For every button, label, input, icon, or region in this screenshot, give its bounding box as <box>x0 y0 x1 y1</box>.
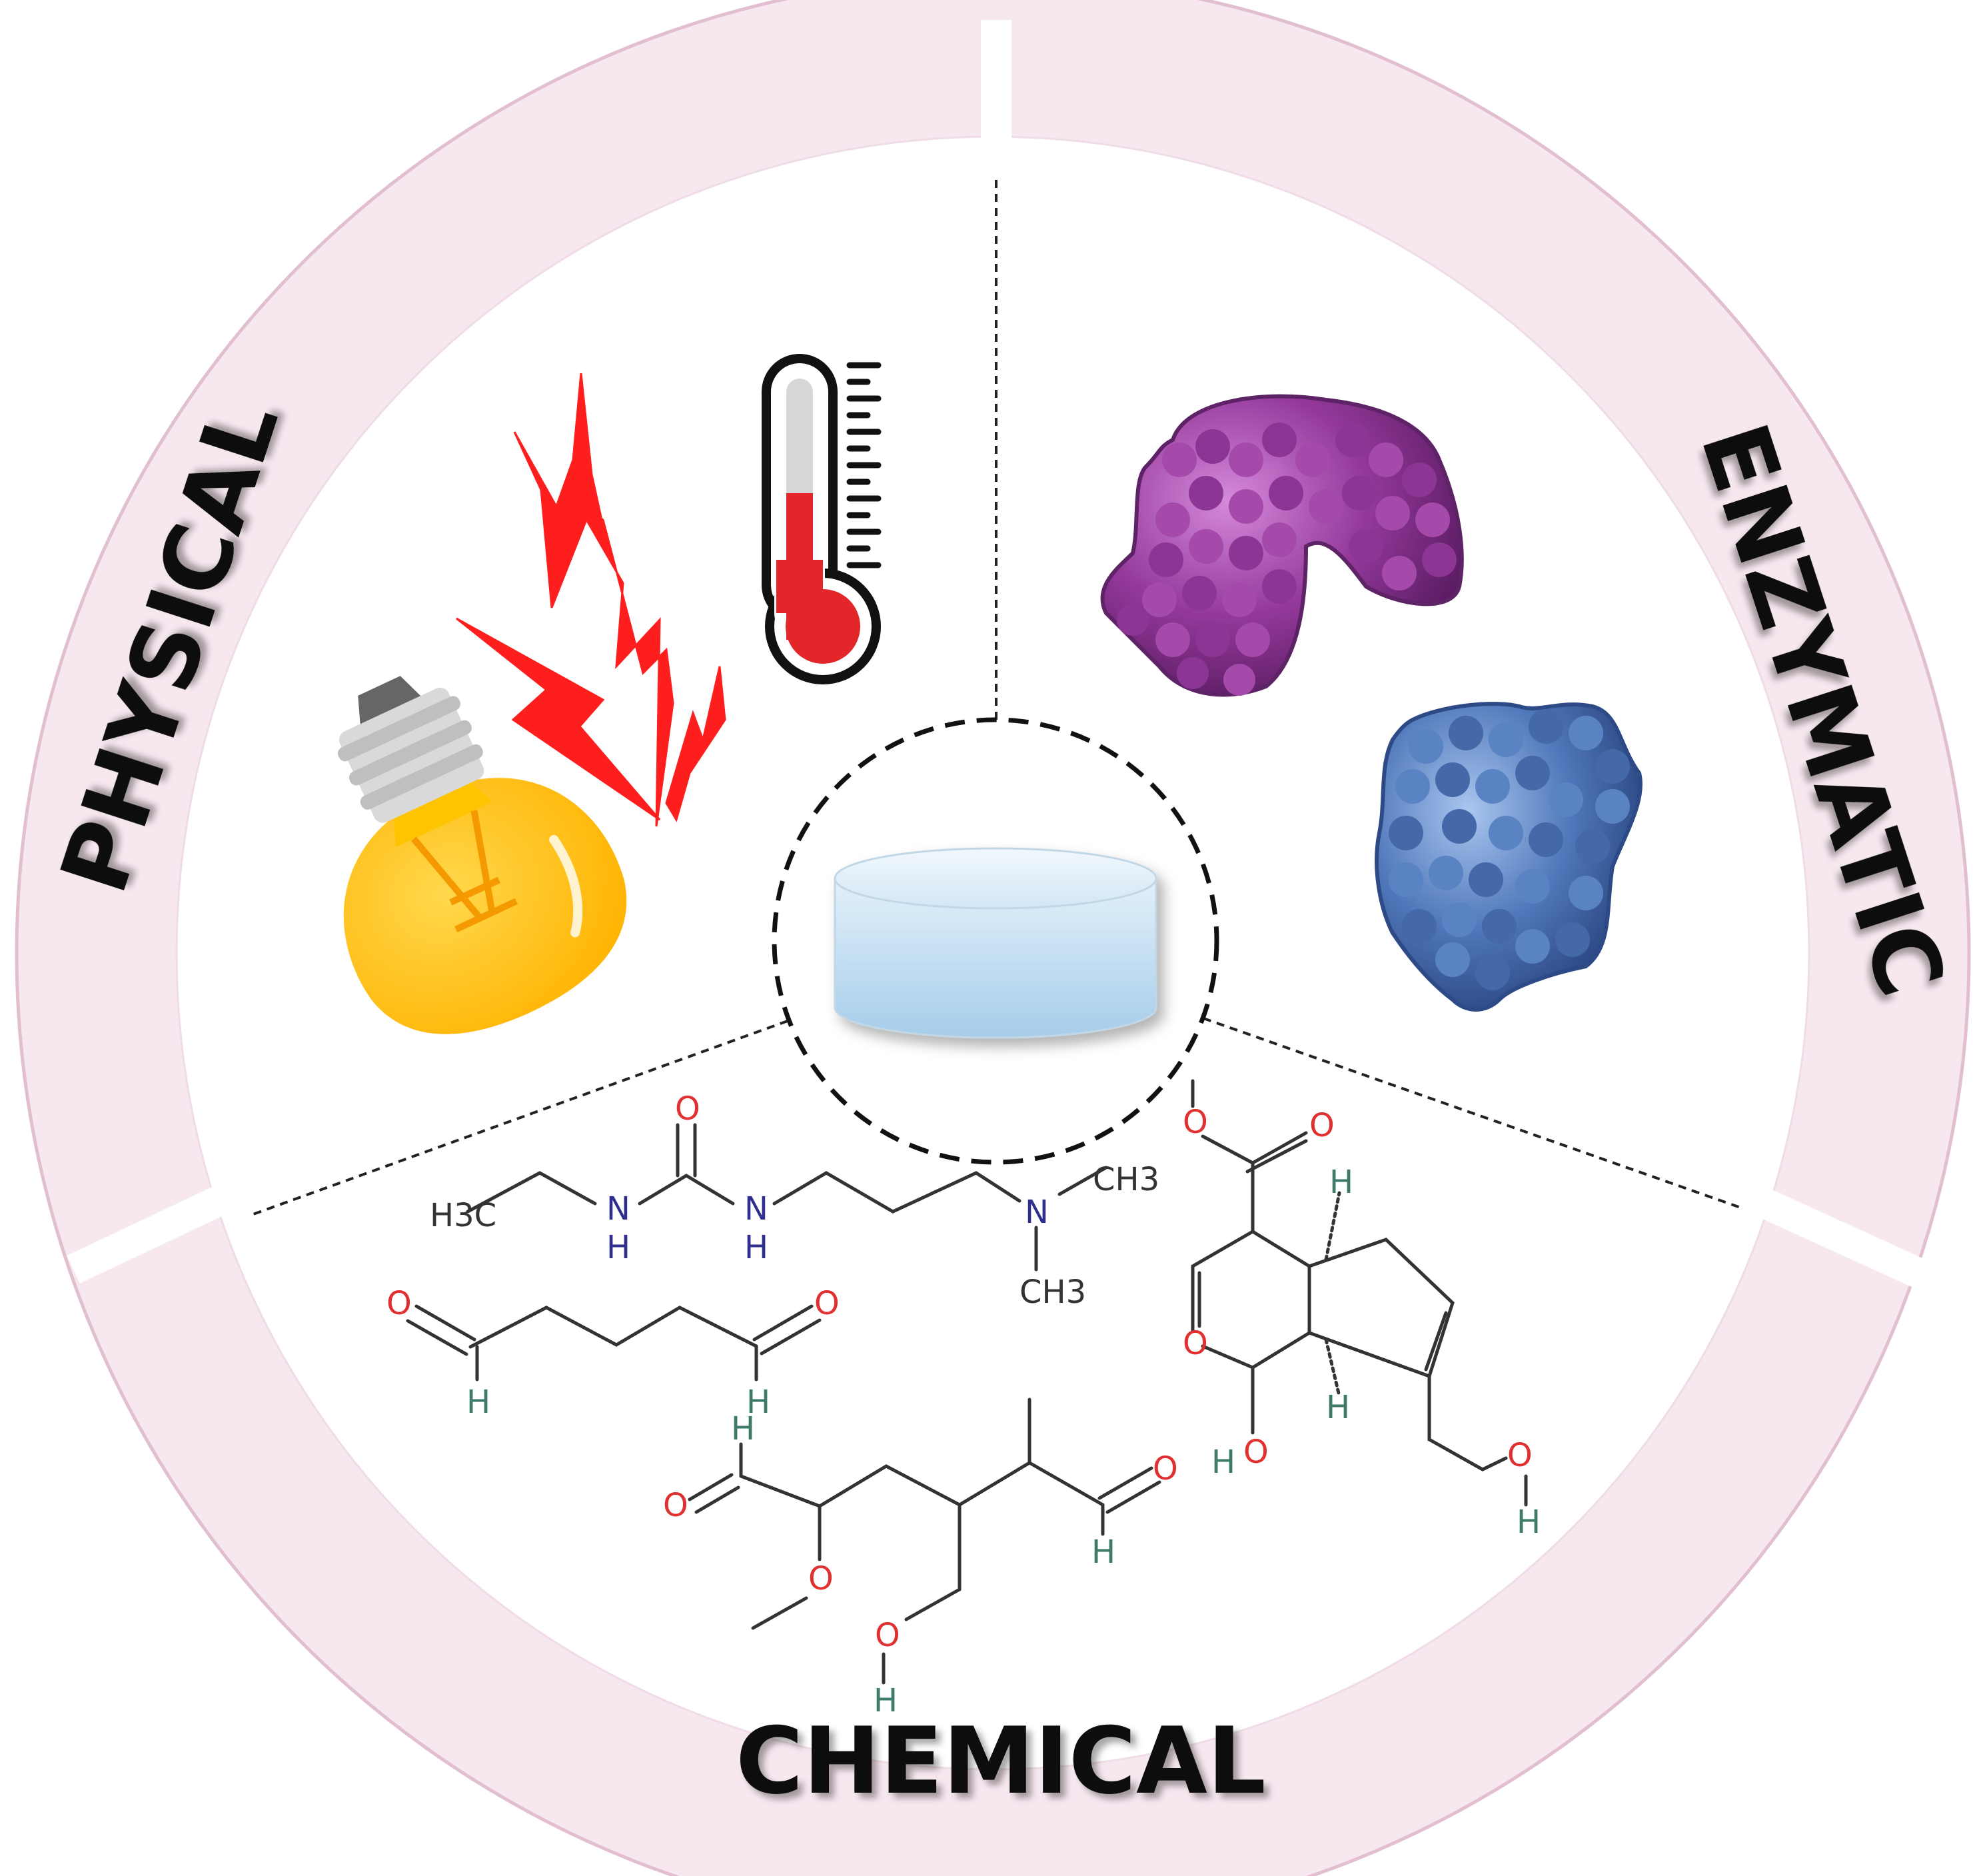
hydrogel-disc-icon <box>834 847 1157 1039</box>
atom-glut-h1: H <box>466 1384 490 1421</box>
ring-gap-right <box>1736 1179 1939 1294</box>
atom-dial-h-top: H <box>731 1410 755 1447</box>
atom-gen-o-carbonyl: O <box>1309 1107 1335 1144</box>
label-chemical: CHEMICAL <box>736 1707 1266 1815</box>
chemical-structures <box>406 1079 1528 1685</box>
molecule-dialdehyde <box>688 1398 1161 1685</box>
atom-gen-h-ch2oh: H <box>1517 1503 1541 1541</box>
atom-dial-o-methoxy: O <box>808 1560 834 1597</box>
atom-dial-o-hydroxyl: O <box>875 1617 900 1654</box>
light-bulb-icon <box>338 676 627 1034</box>
atom-ch3-bottom: CH3 <box>1019 1274 1086 1311</box>
atom-gen-o-oh: O <box>1243 1433 1269 1471</box>
divider-right <box>1203 1017 1741 1209</box>
molecule-edc <box>466 1123 1108 1272</box>
atom-glut-o2: O <box>814 1285 840 1322</box>
atom-n-amine: N <box>1025 1194 1049 1231</box>
atom-labels: H3C N H O N H CH3 N CH3 O H O H H O O O … <box>386 1090 1541 1719</box>
thermometer-icon <box>762 354 882 684</box>
atom-ch3-top: CH3 <box>1093 1161 1159 1198</box>
atom-gen-o-ester: O <box>1183 1104 1208 1141</box>
ring-gap-left <box>67 1169 263 1284</box>
outer-ring <box>15 0 1971 1876</box>
central-hydrogel <box>772 717 1219 1165</box>
atom-glut-h2: H <box>746 1384 770 1421</box>
atom-gen-o-ring: O <box>1183 1325 1208 1362</box>
atom-dial-h-hydroxyl: H <box>874 1682 898 1719</box>
atom-gen-h-stereo1: H <box>1329 1164 1353 1201</box>
atom-h-n2: H <box>744 1229 768 1266</box>
atom-h-n1: H <box>606 1229 630 1266</box>
atom-gen-o-ch2oh: O <box>1507 1437 1533 1474</box>
atom-n1: N <box>606 1190 630 1228</box>
lightning-icon <box>456 373 726 827</box>
thermometer-scale <box>846 362 882 568</box>
enzyme-protein-purple <box>1100 394 1464 697</box>
atom-gen-h-stereo2: H <box>1326 1389 1350 1426</box>
enzyme-protein-blue <box>1375 702 1643 1012</box>
atom-dial-h-right: H <box>1091 1533 1115 1571</box>
atom-gen-h-oh: H <box>1211 1443 1235 1481</box>
molecule-genipin <box>1191 1079 1528 1507</box>
atom-n2: N <box>744 1190 768 1228</box>
atom-glut-o1: O <box>386 1285 412 1322</box>
divider-left <box>253 1020 788 1216</box>
atom-h3c: H3C <box>430 1197 496 1234</box>
segment-dividers <box>253 180 1741 1216</box>
atom-dial-o-right: O <box>1153 1450 1178 1487</box>
atom-o-urea: O <box>675 1090 700 1128</box>
atom-dial-o-ald: O <box>663 1487 688 1524</box>
molecule-glutaraldehyde <box>406 1304 822 1382</box>
